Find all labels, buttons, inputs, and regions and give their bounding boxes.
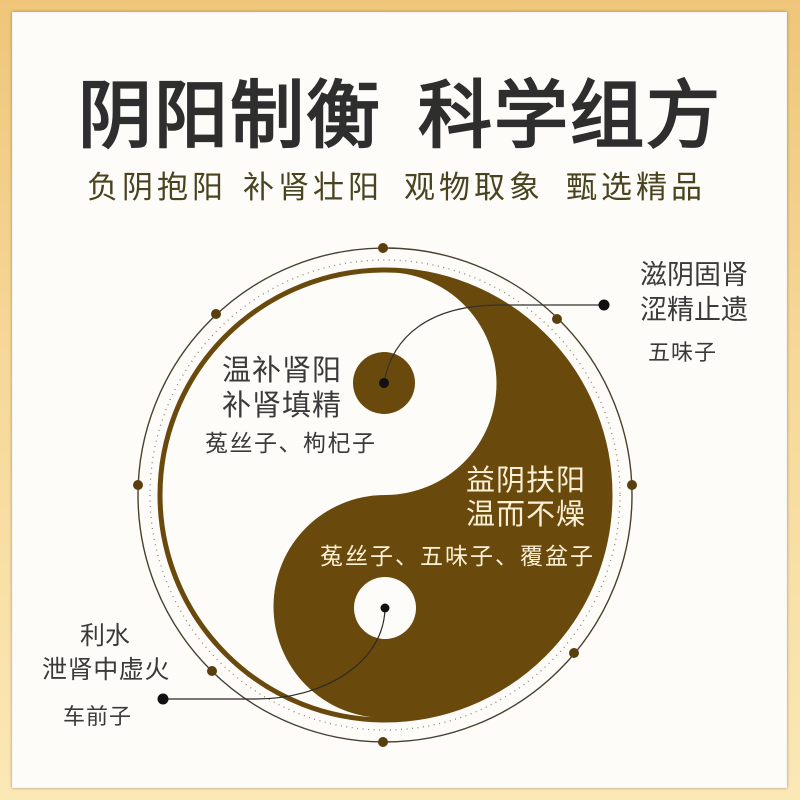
annotation-top-right-herb: 五味子 bbox=[648, 341, 718, 366]
subtitle-phrase-1: 负阴抱阳 bbox=[87, 170, 227, 206]
subtitle-phrase-4: 甄选精品 bbox=[566, 170, 706, 206]
title-part-2: 科学组方 bbox=[418, 73, 722, 159]
yin-yang-icon bbox=[157, 267, 613, 723]
title-part-1: 阴阳制衡 bbox=[78, 73, 382, 159]
annotation-lower-right-line-1: 益阴扶阳 bbox=[466, 463, 587, 497]
annotation-top-right-line-1: 滋阴固肾 bbox=[640, 260, 748, 291]
annotation-upper-left-line-2: 补肾填精 bbox=[222, 388, 343, 422]
brown-dot-icon bbox=[133, 243, 637, 747]
annotation-top-right-line-2: 涩精止遗 bbox=[640, 295, 748, 326]
black-dot-icon bbox=[157, 299, 610, 705]
annotation-upper-left-herbs: 菟丝子、枸杞子 bbox=[205, 431, 377, 457]
annotation-bottom-left-line-2: 泄肾中虚火 bbox=[42, 655, 171, 684]
callout-line-top-right bbox=[383, 304, 604, 384]
annotation-upper-left-line-1: 温补肾阳 bbox=[222, 353, 343, 387]
callout-line-bottom-left bbox=[163, 607, 386, 700]
subtitle-phrase-3: 观物取象 bbox=[404, 170, 544, 206]
annotation-bottom-left-line-1: 利水 bbox=[80, 621, 131, 650]
annotation-lower-right-herbs: 菟丝子、五味子、覆盆子 bbox=[320, 544, 595, 570]
dotted-ring bbox=[149, 259, 621, 731]
annotation-lower-right-line-2: 温而不燥 bbox=[466, 497, 587, 531]
subtitle-phrase-2: 补肾壮阳 bbox=[243, 170, 383, 206]
annotation-bottom-left-herb: 车前子 bbox=[63, 705, 133, 730]
